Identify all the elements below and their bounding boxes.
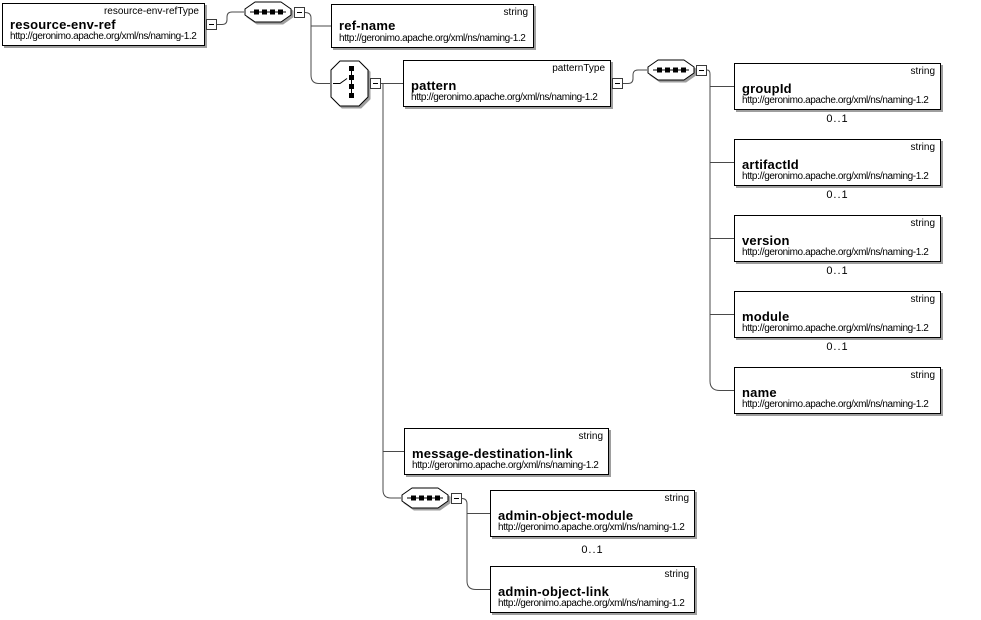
element-box-admin-object-link[interactable]: string admin-object-link http://geronimo… xyxy=(490,566,695,613)
collapse-button[interactable] xyxy=(451,493,462,504)
element-name: ref-name xyxy=(339,18,396,33)
element-type-label: string xyxy=(910,218,935,229)
element-box-artifactId[interactable]: string artifactId http://geronimo.apache… xyxy=(734,139,941,186)
element-type-label: string xyxy=(910,66,935,77)
element-namespace: http://geronimo.apache.org/xml/ns/naming… xyxy=(742,95,929,106)
element-name: admin-object-module xyxy=(498,508,634,523)
element-box-pattern[interactable]: patternType pattern http://geronimo.apac… xyxy=(403,60,611,107)
element-name: resource-env-ref xyxy=(10,17,116,32)
element-name: groupId xyxy=(742,81,792,96)
element-name: module xyxy=(742,309,790,324)
cardinality-label: 0..1 xyxy=(826,189,849,201)
element-type-label: patternType xyxy=(552,63,605,74)
cardinality-label: 0..1 xyxy=(826,265,849,277)
element-box-groupId[interactable]: string groupId http://geronimo.apache.or… xyxy=(734,63,941,110)
element-box-module[interactable]: string module http://geronimo.apache.org… xyxy=(734,291,941,338)
element-box-version[interactable]: string version http://geronimo.apache.or… xyxy=(734,215,941,262)
element-name: artifactId xyxy=(742,157,799,172)
element-name: admin-object-link xyxy=(498,584,610,599)
element-type-label: string xyxy=(910,294,935,305)
element-type-label: string xyxy=(910,142,935,153)
element-box-resource-env-ref[interactable]: resource-env-refType resource-env-ref ht… xyxy=(2,3,205,46)
cardinality-label: 0..1 xyxy=(826,341,849,353)
cardinality-label: 0..1 xyxy=(581,544,604,556)
element-box-message-destination-link[interactable]: string message-destination-link http://g… xyxy=(404,428,609,475)
collapse-button[interactable] xyxy=(612,78,623,89)
element-box-name[interactable]: string name http://geronimo.apache.org/x… xyxy=(734,367,941,414)
sequence-icon[interactable] xyxy=(244,1,292,23)
element-type-label: string xyxy=(503,7,528,18)
element-type-label: resource-env-refType xyxy=(103,6,199,17)
element-namespace: http://geronimo.apache.org/xml/ns/naming… xyxy=(742,323,929,334)
collapse-button[interactable] xyxy=(294,7,305,18)
element-name: pattern xyxy=(411,78,457,93)
element-type-label: string xyxy=(910,370,935,381)
element-type-label: string xyxy=(664,569,689,580)
element-box-ref-name[interactable]: string ref-name http://geronimo.apache.o… xyxy=(331,4,534,48)
cardinality-label: 0..1 xyxy=(826,113,849,125)
element-box-admin-object-module[interactable]: string admin-object-module http://geroni… xyxy=(490,490,695,537)
element-namespace: http://geronimo.apache.org/xml/ns/naming… xyxy=(498,522,685,533)
sequence-icon[interactable] xyxy=(647,59,695,81)
collapse-button[interactable] xyxy=(696,65,707,76)
element-name: version xyxy=(742,233,790,248)
collapse-button[interactable] xyxy=(370,78,381,89)
element-namespace: http://geronimo.apache.org/xml/ns/naming… xyxy=(411,92,598,103)
element-namespace: http://geronimo.apache.org/xml/ns/naming… xyxy=(412,460,599,471)
element-namespace: http://geronimo.apache.org/xml/ns/naming… xyxy=(339,33,526,44)
element-namespace: http://geronimo.apache.org/xml/ns/naming… xyxy=(742,399,929,410)
element-namespace: http://geronimo.apache.org/xml/ns/naming… xyxy=(10,31,197,42)
element-name: message-destination-link xyxy=(412,446,573,461)
collapse-button[interactable] xyxy=(206,19,217,30)
element-type-label: string xyxy=(664,493,689,504)
element-namespace: http://geronimo.apache.org/xml/ns/naming… xyxy=(742,247,929,258)
element-name: name xyxy=(742,385,777,400)
element-type-label: string xyxy=(578,431,603,442)
choice-icon[interactable] xyxy=(330,60,369,107)
element-namespace: http://geronimo.apache.org/xml/ns/naming… xyxy=(498,598,685,609)
sequence-icon[interactable] xyxy=(401,487,449,509)
element-namespace: http://geronimo.apache.org/xml/ns/naming… xyxy=(742,171,929,182)
